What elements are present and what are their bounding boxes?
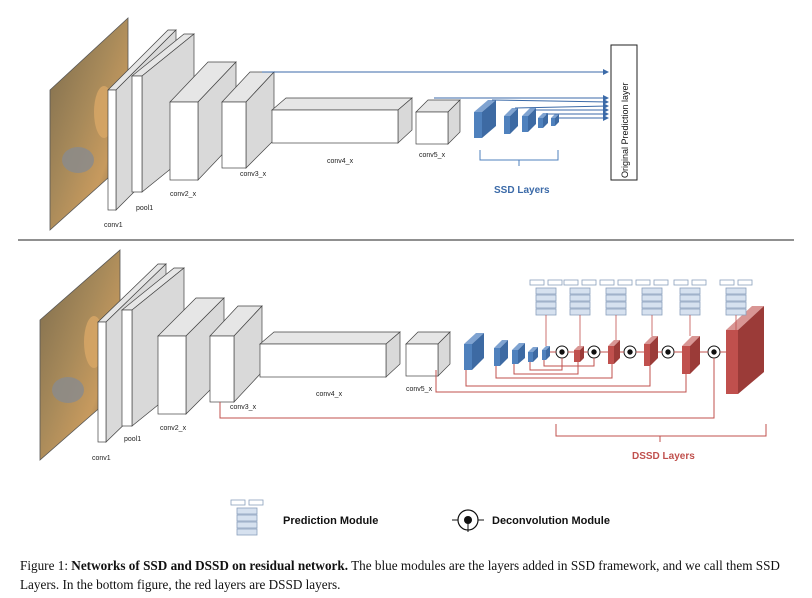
dssd-layer-1 [574, 346, 584, 362]
ssd-layer-b2 [494, 340, 508, 366]
ssd-layer-b4 [528, 347, 538, 362]
dssd-layer-5 [726, 306, 764, 394]
dssd-layer-4 [682, 336, 700, 374]
prediction-module-2 [563, 279, 597, 346]
conv5-block-bottom [405, 331, 451, 377]
pool1-label-top: pool1 [136, 205, 153, 212]
ssd-layers-label: SSD Layers [494, 185, 550, 196]
ssd-layer-b3 [512, 343, 525, 364]
caption-title: Networks of SSD and DSSD on residual net… [71, 558, 349, 573]
deconvolution-modules [555, 345, 721, 359]
prediction-module-3 [599, 279, 633, 340]
conv4-block-top [271, 97, 413, 144]
ssd-layer-3 [522, 108, 536, 132]
conv3-label-top: conv3_x [240, 171, 267, 178]
conv5-label-top: conv5_x [419, 152, 446, 159]
conv3-label-bottom: conv3_x [230, 404, 257, 411]
dssd-layer-3 [644, 336, 658, 366]
prediction-module-1 [529, 279, 563, 346]
dssd-panel: DSSD Layers conv1 pool1 conv2_x conv3_x … [39, 249, 767, 462]
ssd-layer-b1 [464, 333, 484, 370]
prediction-module-5 [673, 279, 707, 336]
prediction-arrows-top [262, 69, 609, 121]
conv1-label-top: conv1 [104, 222, 123, 229]
ssd-layer-b5 [542, 346, 550, 360]
conv1-label-bottom: conv1 [92, 455, 111, 462]
prediction-module-4 [635, 279, 669, 336]
conv4-label-top: conv4_x [327, 158, 354, 165]
pool1-label-bottom: pool1 [124, 436, 141, 443]
original-prediction-layer: Original Prediction layer [610, 44, 638, 181]
conv2-label-bottom: conv2_x [160, 425, 187, 432]
ssd-panel: Original Prediction layer SSD Layers con… [49, 17, 638, 231]
legend: Prediction Module Deconvolution Module [230, 499, 610, 536]
caption-body: The blue modules are the layers added in… [20, 558, 780, 592]
dssd-layers-label: DSSD Layers [632, 451, 695, 462]
deconv-module-1 [555, 345, 569, 359]
deconv-module-2 [587, 345, 601, 359]
conv5-block-top [415, 99, 461, 145]
ssd-layer-4 [538, 113, 548, 128]
ssd-layers-bottom [464, 333, 550, 370]
conv3-block-top [221, 71, 275, 169]
ssd-layer-1 [474, 100, 496, 138]
conv3-block-bottom [209, 305, 263, 403]
dssd-bracket [555, 424, 767, 442]
ssd-bracket [479, 150, 559, 166]
conv2-label-top: conv2_x [170, 191, 197, 198]
conv4-block-bottom [259, 331, 401, 378]
conv4-label-bottom: conv4_x [316, 391, 343, 398]
prediction-module-icon [230, 499, 264, 536]
dssd-layers [574, 306, 764, 394]
dssd-layer-2 [608, 340, 620, 364]
ssd-layer-5 [551, 114, 559, 126]
figure-caption: Figure 1: Networks of SSD and DSSD on re… [20, 556, 802, 594]
original-prediction-label: Original Prediction layer [620, 82, 630, 178]
ssd-layers-top [474, 100, 559, 138]
ssd-layer-2 [504, 108, 518, 134]
prediction-modules [529, 279, 753, 346]
deconvolution-module-legend: Deconvolution Module [492, 515, 610, 527]
deconv-module-4 [661, 345, 675, 359]
skip-connections [219, 351, 726, 419]
deconv-module-3 [623, 345, 637, 359]
deconv-module-5 [707, 345, 721, 359]
prediction-module-legend: Prediction Module [283, 515, 378, 527]
prediction-module-6 [719, 279, 753, 330]
deconvolution-module-icon [452, 509, 484, 532]
caption-prefix: Figure 1: [20, 558, 72, 573]
conv5-label-bottom: conv5_x [406, 386, 433, 393]
